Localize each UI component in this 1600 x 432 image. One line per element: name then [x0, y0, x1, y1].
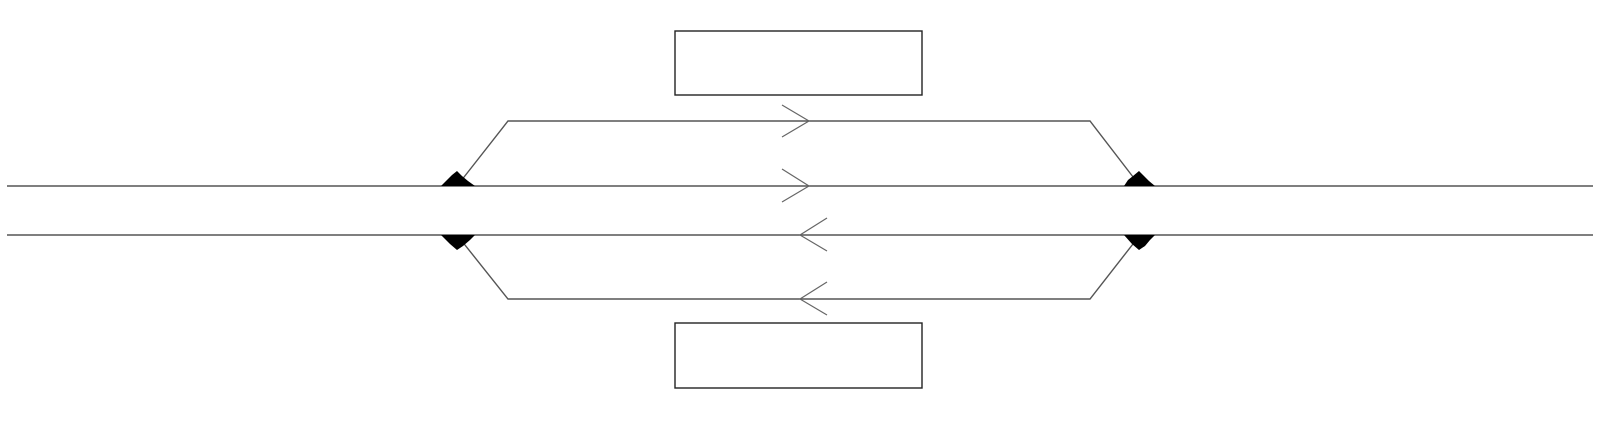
turnout-west-lower-icon: [441, 235, 475, 250]
direction-arrow-right-icon: [781, 104, 811, 138]
turnout-east-upper-icon: [1124, 171, 1155, 186]
platform-upper: [674, 30, 923, 96]
platform-upper-rect: [674, 30, 923, 96]
direction-arrow-left-icon: [798, 217, 828, 252]
turnout-east-lower-icon: [1124, 235, 1155, 250]
direction-arrow-right-icon: [781, 168, 811, 203]
platform-lower-rect: [674, 322, 923, 389]
platform-lower: [674, 322, 923, 389]
direction-arrow-left-icon: [798, 281, 828, 316]
turnout-west-upper-icon: [441, 171, 475, 186]
loop-track-lower: [456, 234, 1141, 300]
loop-track-upper: [456, 120, 1141, 187]
